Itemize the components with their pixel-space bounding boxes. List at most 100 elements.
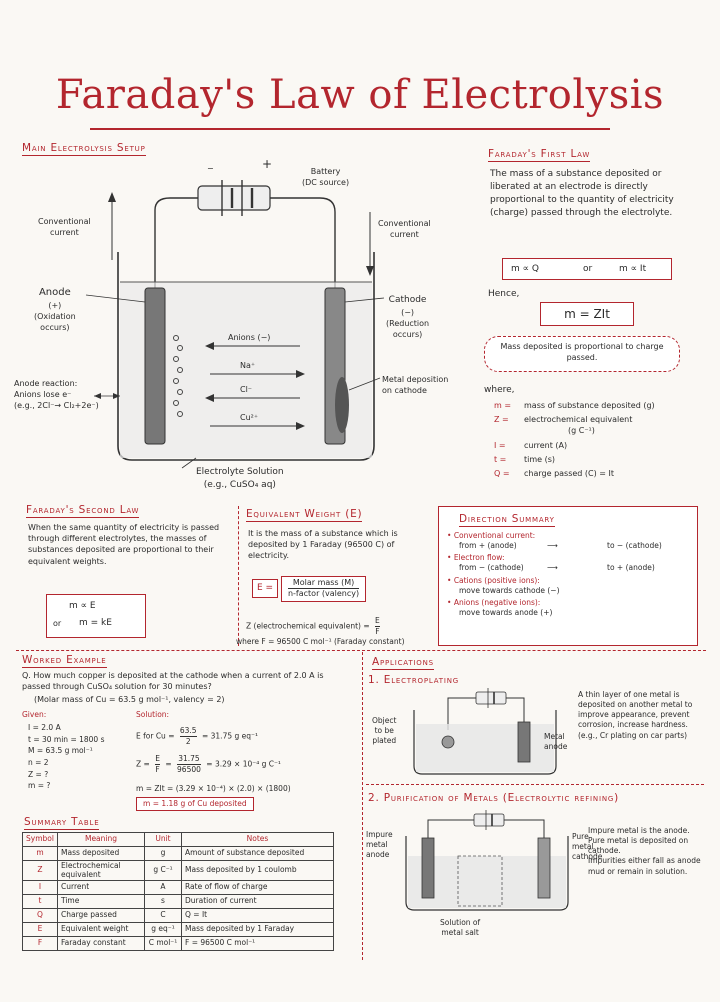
object-label: Object to be plated: [372, 716, 396, 746]
s2-label: Z =: [136, 759, 150, 769]
given-item: m = ?: [28, 781, 51, 791]
direction-item-3-desc: move towards cathode (−): [459, 585, 560, 595]
equiv-denominator: n-factor (valency): [287, 589, 360, 599]
equiv-heading: Equivalent Weight (E): [246, 508, 363, 522]
s2-num1: E: [155, 754, 160, 766]
table-cell: Amount of substance deposited: [181, 846, 334, 861]
given-item: Z = ?: [28, 769, 49, 779]
given-item: t = 30 min = 1800 s: [28, 734, 105, 744]
equiv-z-fraction: E F: [375, 616, 380, 637]
metal-deposition-line2: on cathode: [382, 386, 427, 396]
table-cell: Mass deposited: [57, 846, 145, 861]
table-cell: Rate of flow of charge: [181, 880, 334, 896]
table-cell: Duration of current: [181, 894, 334, 910]
first-law-cloud: Mass deposited is proportional to charge…: [484, 336, 680, 372]
def-symbol: m =: [494, 401, 512, 410]
conv-current-left-line2: current: [49, 228, 79, 238]
table-cell: g eq⁻¹: [144, 922, 182, 938]
equiv-formula: E = Molar mass (M) n-factor (valency): [252, 576, 367, 602]
second-law-f2: m = kE: [79, 618, 112, 628]
app-purification-heading: 2. Purification of Metals (Electrolytic …: [368, 792, 619, 804]
direction-summary-box: Direction Summary • Conventional current…: [438, 506, 698, 646]
second-law-f1: m ∝ E: [69, 601, 96, 611]
s2-result: = 3.29 × 10⁻⁴ g C⁻¹: [206, 759, 281, 769]
def-symbol: I =: [494, 440, 506, 450]
pure-cathode-1: Pure: [572, 832, 589, 841]
def-row: t =time (s): [494, 454, 704, 465]
hence-label: Hence,: [488, 289, 520, 299]
second-law-formula: m ∝ E or m = kE: [46, 594, 146, 638]
divider-vertical-apps: [362, 652, 363, 960]
table-cell: Faraday constant: [57, 936, 145, 952]
def-symbol: [494, 425, 568, 436]
table-cell: Q = It: [181, 908, 334, 924]
prop-q: m ∝ Q: [511, 264, 540, 274]
example-heading: Worked Example: [22, 654, 107, 668]
second-law-or: or: [53, 619, 62, 628]
solution-step-3: m = ZIt = (3.29 × 10⁻⁴) × (2.0) × (1800): [136, 784, 291, 793]
pure-cathode-2: metal: [572, 842, 594, 852]
table-cell: Mass deposited by 1 coulomb: [181, 859, 334, 882]
pure-cathode-label: Pure metal cathode: [572, 832, 602, 862]
first-law-heading: Faraday's First Law: [488, 148, 591, 162]
direction-item-1-to: to − (cathode): [607, 541, 662, 551]
def-symbol: Q =: [494, 468, 510, 478]
given-item: n = 2: [28, 757, 49, 767]
table-cell: g C⁻¹: [144, 859, 182, 882]
table-cell: E: [22, 922, 58, 938]
first-law-defs: m =mass of substance deposited (g) Z =el…: [494, 400, 704, 479]
given-item: I = 2.0 A: [28, 723, 61, 732]
anode-reaction-desc: Anions lose e⁻: [14, 390, 72, 400]
def-desc: time (s): [524, 454, 556, 464]
arrow-icon: ⟶: [547, 563, 558, 573]
first-law-formula: m = ZIt: [540, 302, 634, 326]
battery-subtitle: (DC source): [302, 178, 350, 188]
table-cell: m: [22, 846, 58, 861]
electrolyte-label: Electrolyte Solution (e.g., CuSO₄ aq): [196, 466, 284, 491]
equiv-z-line: Z (electrochemical equivalent) = E F: [246, 616, 380, 637]
given-list: I = 2.0 A t = 30 min = 1800 s M = 63.5 g…: [28, 722, 105, 792]
s2-equals: =: [165, 759, 172, 769]
purification-text: Impure metal is the anode. Pure metal is…: [588, 826, 706, 877]
impure-anode-2: metal: [366, 840, 388, 850]
solution-answer: m = 1.18 g of Cu deposited: [136, 797, 254, 812]
table-header-row: Symbol Meaning Unit Notes: [22, 832, 334, 847]
s2-den1: F: [155, 765, 160, 775]
direction-item-2: • Electron flow:: [447, 553, 505, 563]
equiv-numerator: Molar mass (M): [287, 578, 360, 590]
apps-heading: Applications: [372, 656, 434, 670]
table-cell: g: [144, 846, 182, 861]
direction-item-1: • Conventional current:: [447, 531, 536, 540]
table-cell: C mol⁻¹: [144, 936, 182, 952]
table-heading: Summary Table: [24, 816, 100, 830]
example-question-2: (Molar mass of Cu = 63.5 g mol⁻¹, valenc…: [34, 695, 225, 704]
impure-anode-3: anode: [366, 850, 390, 860]
table-cell: F: [22, 936, 58, 952]
equiv-z-num: E: [375, 616, 380, 628]
where-label: where,: [484, 385, 515, 395]
s2-num2: 31.75: [177, 754, 201, 766]
electrolyte-example: (e.g., CuSO₄ aq): [203, 479, 276, 490]
table-cell: Q: [22, 908, 58, 924]
conv-current-left-line1: Conventional: [38, 217, 91, 226]
conv-current-left: Conventional current: [38, 216, 91, 238]
anode-sign: (+): [48, 301, 62, 310]
equiv-z-text: Z (electrochemical equivalent) =: [246, 621, 370, 631]
table-cell: A: [144, 880, 182, 896]
s1-label: E for Cu =: [136, 731, 175, 741]
table-header: Notes: [181, 832, 334, 847]
s1-result: = 31.75 g eq⁻¹: [201, 731, 258, 741]
second-law-text: When the same quantity of electricity is…: [28, 523, 220, 566]
solution-label-2: metal salt: [441, 928, 479, 938]
cathode-desc1: (Reduction: [386, 318, 430, 328]
title-underline: [90, 128, 610, 130]
setup-heading: Main Electrolysis Setup: [22, 142, 146, 156]
def-row: I =current (A): [494, 440, 704, 451]
anode-label: Anode (+) (Oxidation occurs): [34, 286, 76, 334]
table-cell: F = 96500 C mol⁻¹: [181, 936, 334, 952]
